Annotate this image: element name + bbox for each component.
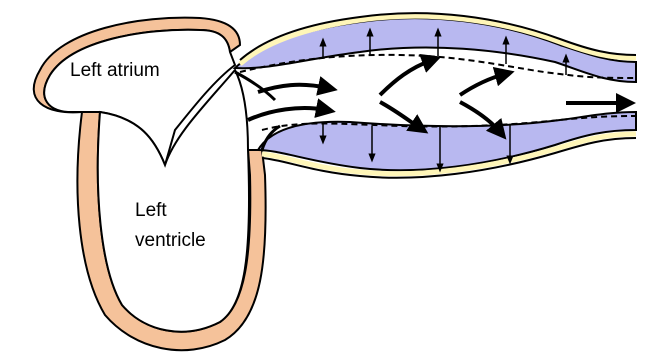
left-ventricle-label-line1: Left [135,200,167,222]
flow-arrow-5 [460,74,505,95]
flow-arrow-2 [248,108,326,120]
flow-arrow-1 [258,85,328,92]
left-atrium-label: Left atrium [70,60,160,82]
left-ventricle-label-line2: ventricle [135,230,206,252]
flow-arrow-3 [380,60,432,95]
